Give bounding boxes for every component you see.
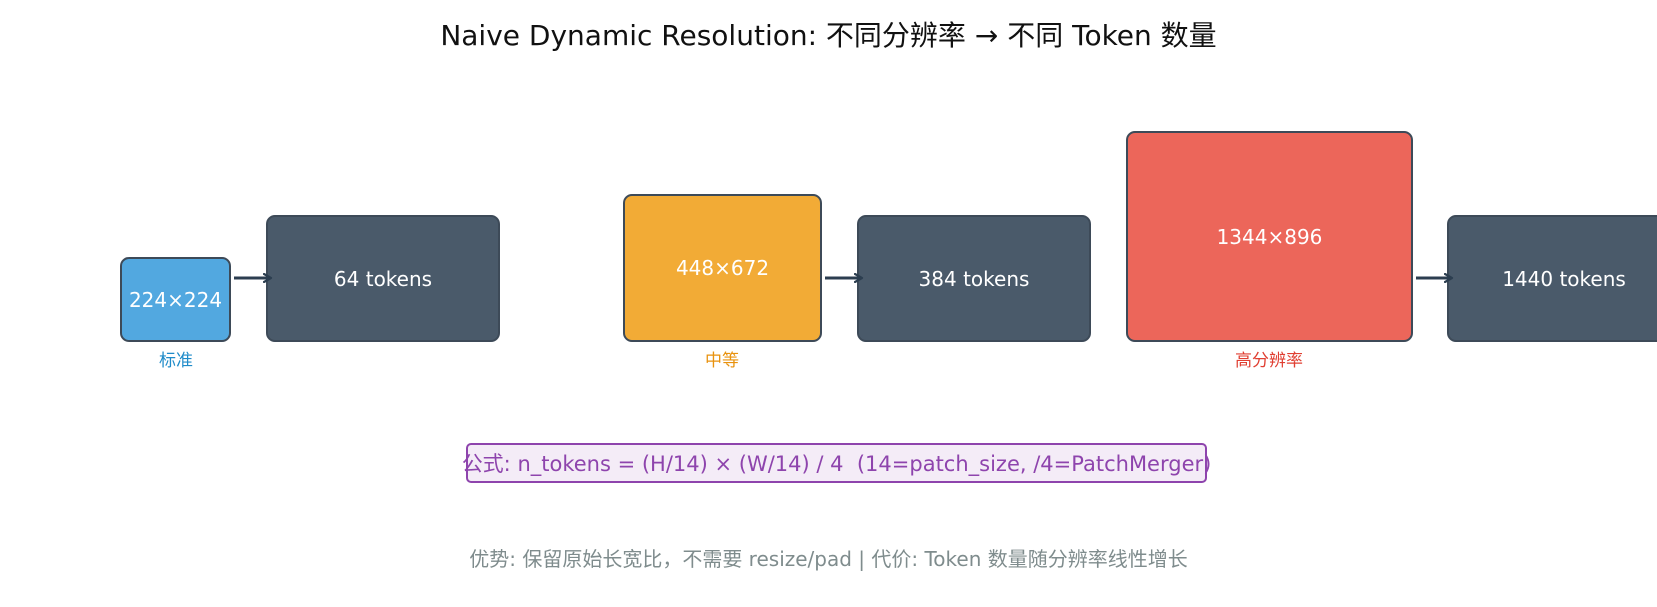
caption-high-res: 高分辨率	[1235, 351, 1303, 371]
token-count-label: 1440 tokens	[1502, 266, 1626, 291]
formula-box: 公式: n_tokens = (H/14) × (W/14) / 4 (14=p…	[462, 443, 1211, 483]
caption-standard: 标准	[159, 351, 193, 371]
image-box-standard: 224×224	[120, 257, 231, 342]
image-resolution-label: 224×224	[128, 287, 223, 312]
footer-note: 优势: 保留原始长宽比，不需要 resize/pad | 代价: Token 数…	[469, 547, 1188, 571]
diagram-title: Naive Dynamic Resolution: 不同分辨率 → 不同 Tok…	[440, 19, 1217, 52]
token-count-label: 64 tokens	[333, 266, 433, 291]
image-box-high-res: 1344×896	[1126, 131, 1413, 342]
caption-medium: 中等	[705, 351, 739, 371]
token-box-standard: 64 tokens	[266, 215, 500, 342]
image-resolution-label: 448×672	[675, 256, 770, 280]
image-box-medium: 448×672	[623, 194, 822, 342]
token-box-high-res: 1440 tokens	[1447, 215, 1657, 342]
token-box-medium: 384 tokens	[857, 215, 1091, 342]
image-resolution-label: 1344×896	[1216, 224, 1323, 249]
token-count-label: 384 tokens	[918, 266, 1030, 291]
